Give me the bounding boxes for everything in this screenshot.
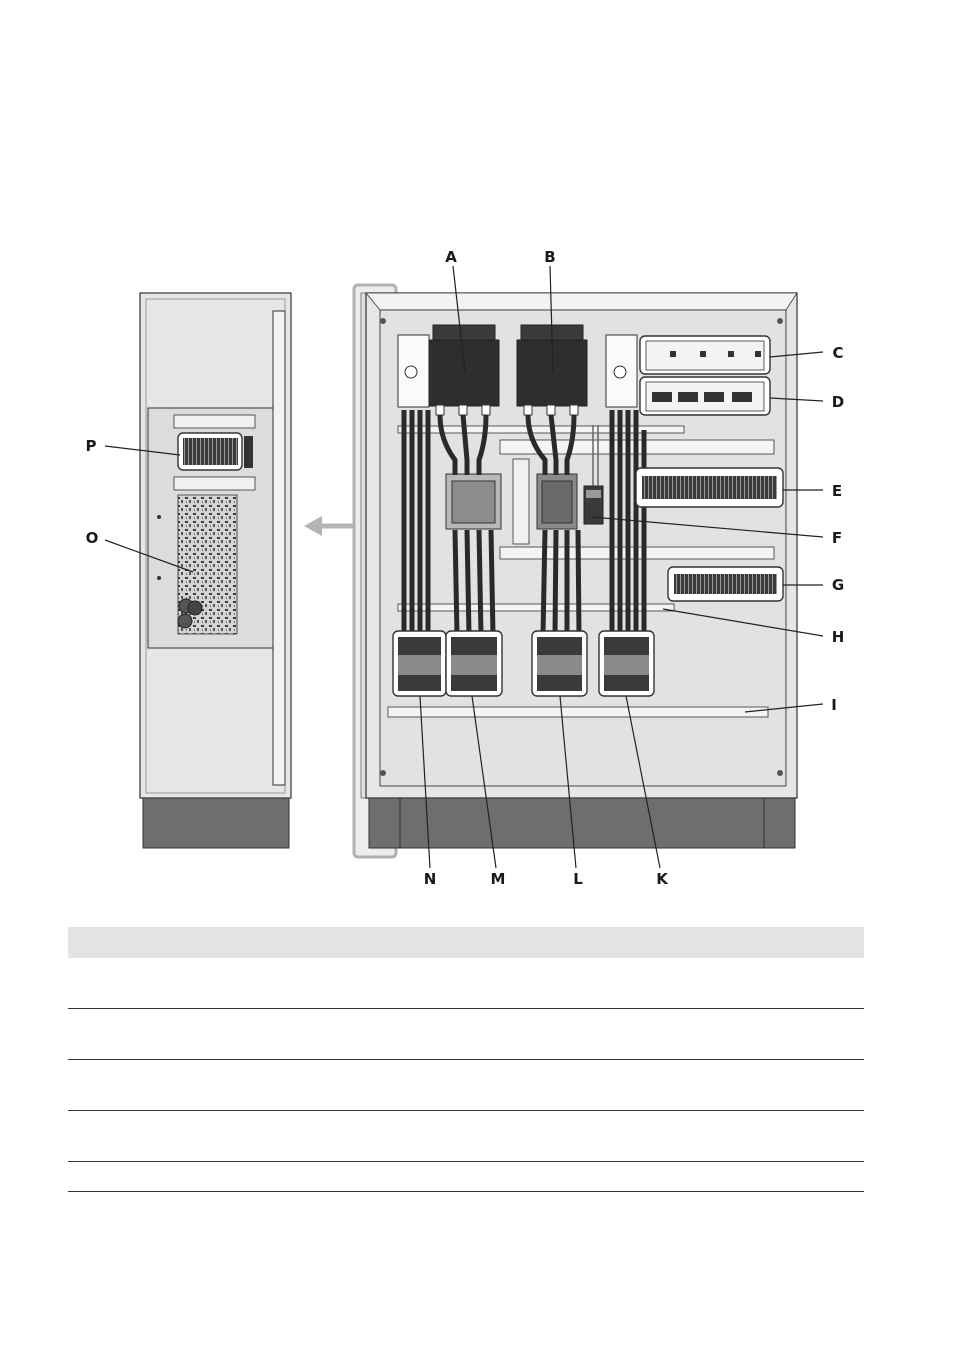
contactor-left <box>445 473 502 530</box>
arrow-left-icon <box>304 516 354 536</box>
callout-i: I <box>831 696 837 714</box>
disconnect-switch-right <box>605 334 638 408</box>
fuse-group-n <box>392 630 447 697</box>
callout-l: L <box>573 870 583 888</box>
callout-f: F <box>832 529 842 547</box>
cabinet-diagram: A B C D E F G H I N M L K P O <box>86 248 845 888</box>
callout-o: O <box>86 529 99 547</box>
callout-b: B <box>544 248 555 266</box>
contactor-right <box>536 473 578 530</box>
table-row <box>68 1008 864 1060</box>
table-row <box>68 958 864 1009</box>
component-a <box>428 324 500 416</box>
side-cabinet <box>139 292 292 849</box>
leader-lines <box>104 265 824 869</box>
fuse-group-l <box>531 630 588 697</box>
callout-p: P <box>86 437 97 455</box>
breaker-row-c <box>639 335 771 375</box>
legend-table <box>68 927 864 1192</box>
callout-n: N <box>424 870 437 888</box>
fuse-group-k <box>598 630 655 697</box>
callout-c: C <box>832 344 843 362</box>
callout-k: K <box>656 870 669 888</box>
main-cabinet <box>352 283 798 859</box>
table-row <box>68 1059 864 1111</box>
callout-m: M <box>491 870 506 888</box>
breaker-row-d <box>639 376 771 416</box>
disconnect-switch-left <box>397 334 430 408</box>
callout-h: H <box>832 628 845 646</box>
callout-labels: A B C D E F G H I N M L K P O <box>86 248 845 888</box>
callout-d: D <box>832 393 844 411</box>
relay-f <box>583 485 604 525</box>
fuse-group-m <box>445 630 503 697</box>
terminal-strip-e <box>635 467 784 508</box>
callout-a: A <box>445 248 457 266</box>
side-control-board-o <box>177 494 238 635</box>
table-row <box>68 1110 864 1162</box>
callout-e: E <box>832 482 842 500</box>
legend-table-header <box>68 927 864 958</box>
side-terminal-block-p <box>177 432 253 471</box>
callout-g: G <box>832 576 844 594</box>
table-row <box>68 1161 864 1192</box>
terminal-strip-g <box>667 566 784 602</box>
